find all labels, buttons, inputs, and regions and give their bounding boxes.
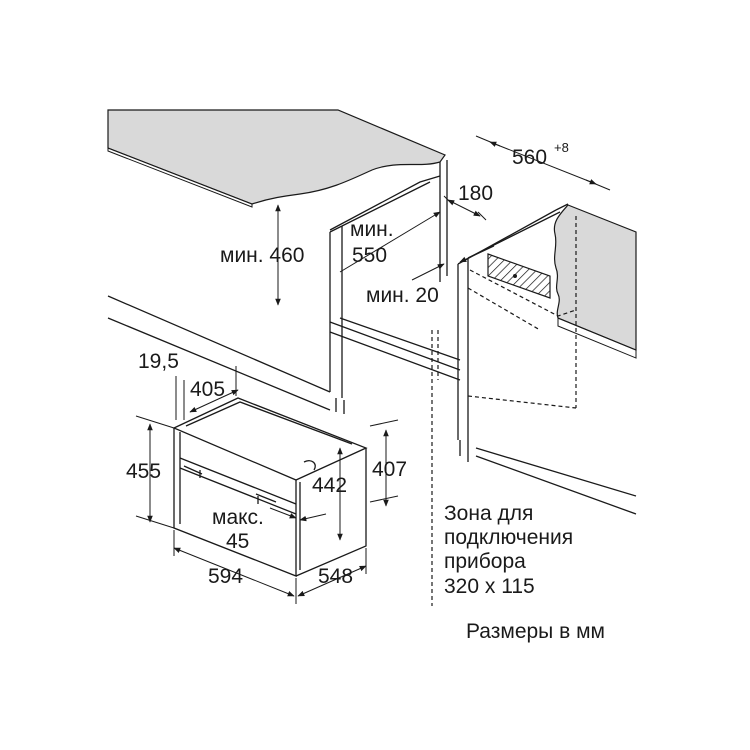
label-548: 548 bbox=[318, 565, 353, 588]
label-405: 405 bbox=[190, 378, 225, 401]
label-width-tolerance: +8 bbox=[554, 140, 569, 155]
connection-zone-line2: подключения bbox=[444, 526, 573, 549]
label-min-550-b: 550 bbox=[352, 244, 387, 267]
label-max-value: 45 bbox=[226, 530, 249, 553]
units-note: Размеры в мм bbox=[466, 620, 605, 643]
dimension-lines bbox=[135, 135, 611, 604]
connection-zone-box bbox=[487, 253, 551, 299]
connection-zone-line4: 320 x 115 bbox=[444, 575, 535, 598]
connection-zone-line1: Зона для bbox=[444, 502, 533, 525]
label-455: 455 bbox=[126, 460, 161, 483]
connection-point bbox=[513, 274, 517, 278]
label-442: 442 bbox=[312, 474, 347, 497]
label-19-5: 19,5 bbox=[138, 350, 179, 373]
countertop-left bbox=[107, 109, 446, 208]
label-min-550-a: мин. bbox=[350, 218, 394, 241]
cabinet-niche bbox=[107, 160, 637, 606]
countertop-right bbox=[553, 204, 637, 359]
connection-zone-line3: прибора bbox=[444, 550, 526, 573]
label-max: макс. bbox=[212, 506, 264, 529]
label-407: 407 bbox=[372, 458, 407, 481]
label-594: 594 bbox=[208, 565, 243, 588]
label-depth-180: 180 bbox=[458, 182, 493, 205]
label-min-460: мин. 460 bbox=[220, 244, 304, 267]
label-width-opening: 560 bbox=[512, 146, 547, 169]
label-min-20: мин. 20 bbox=[366, 284, 439, 307]
